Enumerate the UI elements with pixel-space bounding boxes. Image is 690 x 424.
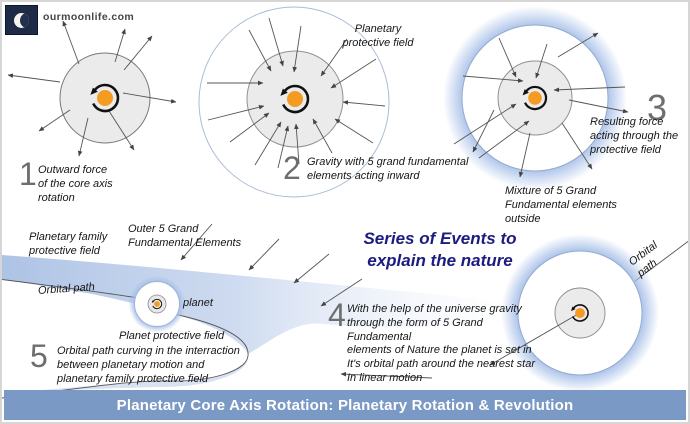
inward-gravity-arrows (207, 17, 386, 169)
planet-label: planet (183, 297, 213, 309)
step4-caption: With the help of the universe gravity th… (347, 303, 535, 384)
planet-protective-field-label: Planet protective field (119, 330, 225, 342)
series-heading: Series of Events to explain the nature (363, 229, 517, 271)
step1-caption: Outward force of the core axis rotation (38, 164, 113, 204)
outward-force-arrows (7, 20, 177, 157)
title-banner: Planetary Core Axis Rotation: Planetary … (4, 390, 686, 420)
step2-caption: Gravity with 5 grand fundamental element… (307, 156, 469, 182)
orbital-loop-line (2, 313, 249, 399)
moon-icon (14, 13, 29, 28)
protective-field-band (2, 255, 516, 354)
step2-number: 2 (283, 150, 301, 186)
series-flow-arrows (180, 223, 363, 307)
step3-caption: Resulting force acting through the prote… (590, 116, 679, 156)
planetary-family-field-label: Planetary family protective field (29, 231, 108, 257)
step4-number: 4 (328, 297, 346, 333)
step3-number: 3 (647, 87, 668, 128)
step5-caption: Orbital path curving in the interraction… (57, 345, 240, 385)
figure-title: Planetary Core Axis Rotation: Planetary … (116, 396, 574, 414)
mixture-outside-label: Mixture of 5 Grand Fundamental elements … (505, 185, 617, 225)
planetary-protective-field-label: Planetary protective field (342, 23, 414, 49)
step5-number: 5 (30, 338, 48, 374)
site-name: ourmoonlife.com (43, 11, 135, 23)
linear-motion-arrows (340, 313, 579, 379)
through-field-arrows (453, 32, 629, 178)
orbital-path-line-left (2, 279, 139, 299)
step1-number: 1 (19, 156, 37, 192)
site-logo (5, 5, 38, 35)
outer-elements-label: Outer 5 Grand Fundamental Elements (128, 223, 242, 249)
band-lower-wedge (2, 360, 248, 393)
